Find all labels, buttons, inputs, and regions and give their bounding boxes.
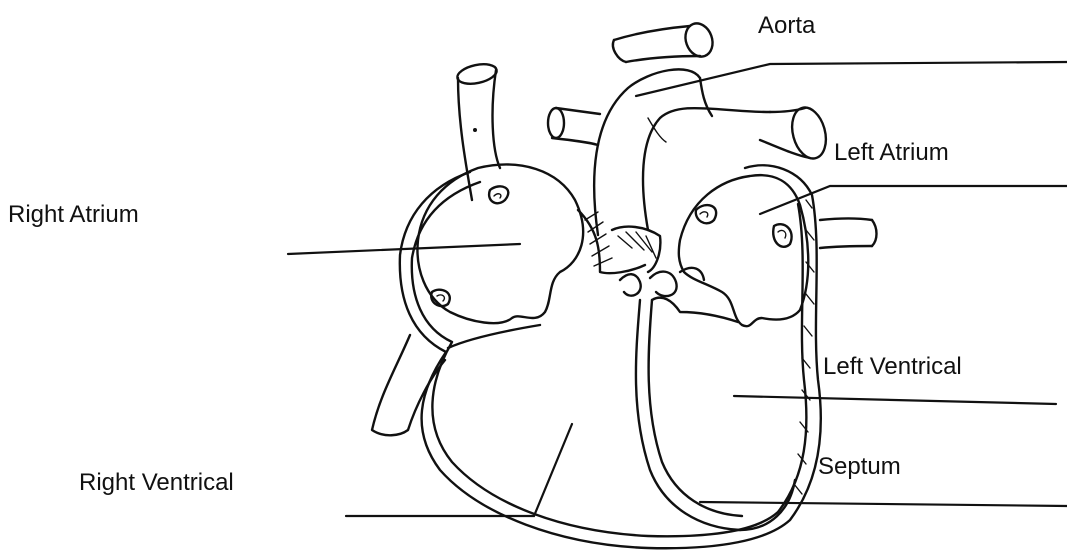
septum-leader bbox=[700, 502, 1067, 506]
label-left-ventrical: Left Ventrical bbox=[823, 353, 962, 380]
label-septum: Septum bbox=[818, 453, 901, 480]
label-right-ventrical: Right Ventrical bbox=[79, 469, 234, 496]
left-ventrical-leader bbox=[734, 396, 1056, 404]
left-atrium-chamber bbox=[679, 175, 877, 326]
label-left-atrium: Left Atrium bbox=[834, 139, 949, 166]
labels: Aorta Left Atrium Right Atrium Left Vent… bbox=[8, 12, 962, 496]
septum-and-ventricles bbox=[448, 298, 795, 530]
heart-outline bbox=[400, 165, 821, 548]
label-right-atrium: Right Atrium bbox=[8, 201, 139, 228]
superior-vena-cava bbox=[456, 61, 500, 200]
heart-illustration bbox=[372, 20, 877, 549]
label-aorta: Aorta bbox=[758, 12, 816, 39]
right-atrium-leader bbox=[288, 244, 520, 254]
